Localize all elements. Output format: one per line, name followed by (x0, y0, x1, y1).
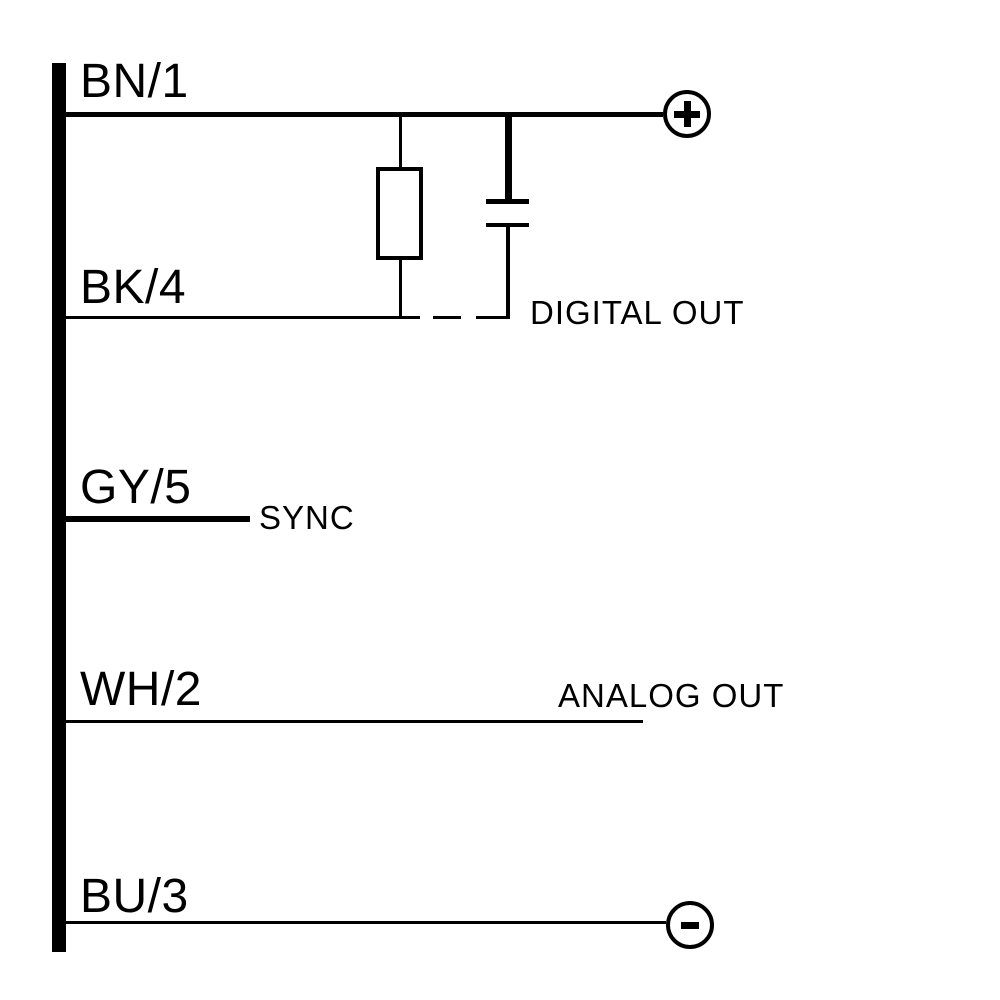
annotation-sync: SYNC (259, 499, 355, 536)
wire-line-bk4 (66, 316, 420, 319)
capacitor-plate-top (486, 199, 529, 204)
wire-line-bn1 (66, 112, 663, 117)
negative-terminal (666, 901, 714, 949)
wire-line-gy5 (66, 516, 250, 522)
wire-label-wh2: WH/2 (80, 663, 202, 716)
plus-icon (673, 100, 701, 128)
annotation-analog-out: ANALOG OUT (558, 677, 785, 714)
capacitor-plate-bottom (486, 223, 529, 227)
connector-bus-bar (52, 63, 66, 952)
resistor-lead-bottom (399, 260, 402, 318)
wire-label-bk4: BK/4 (80, 261, 187, 314)
wire-line-wh2 (66, 720, 643, 723)
minus-icon (681, 921, 699, 929)
wire-label-bn1: BN/1 (80, 55, 189, 108)
wire-label-bu3: BU/3 (80, 870, 189, 923)
plus-icon-vertical-bar (683, 101, 691, 127)
wire-label-gy5: GY/5 (80, 461, 192, 514)
resistor-symbol (376, 167, 423, 260)
resistor-lead-top (399, 117, 402, 167)
capacitor-lead-top (505, 117, 512, 200)
positive-terminal (663, 90, 711, 138)
wire-line-bu3 (66, 921, 666, 924)
annotation-digital-out: DIGITAL OUT (530, 294, 745, 331)
wire-line-bk4-dash-2 (476, 316, 510, 319)
wire-line-bk4-dash-1 (433, 316, 461, 319)
capacitor-lead-bottom (506, 227, 510, 318)
